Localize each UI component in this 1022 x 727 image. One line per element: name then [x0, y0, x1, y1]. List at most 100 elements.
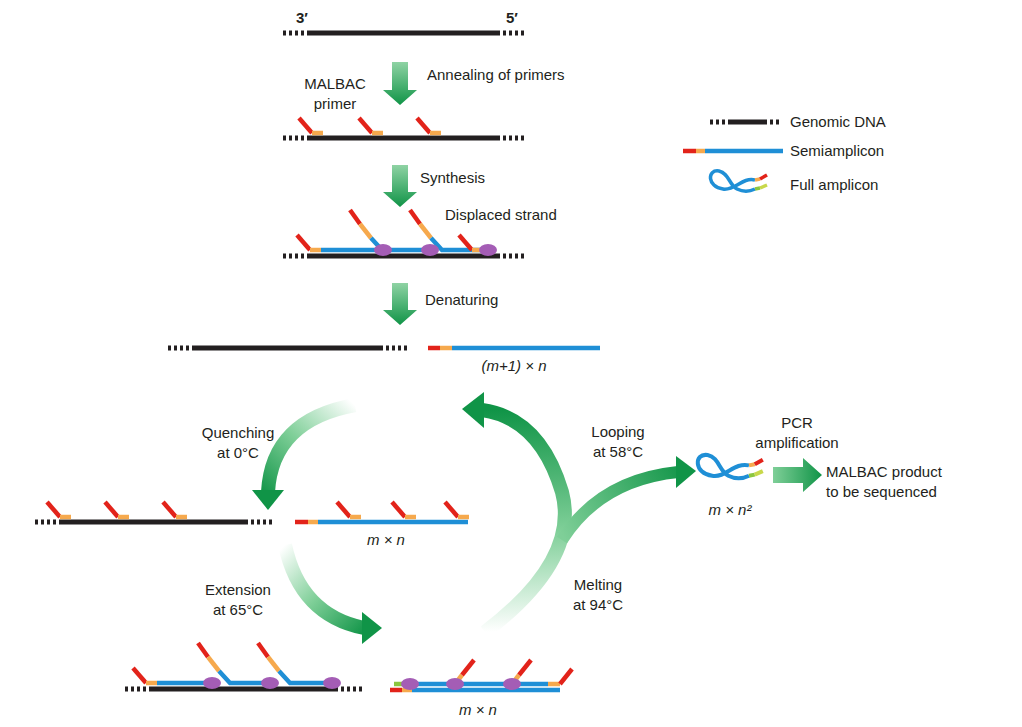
polymerase: [203, 677, 341, 689]
polymerase: [446, 678, 464, 690]
legend-text: Semiamplicon: [790, 141, 884, 161]
semiamplicon: [295, 520, 308, 525]
primer-label: MALBAC primer: [295, 74, 375, 114]
step-arrow: [383, 62, 417, 105]
genomic-dna: [283, 31, 525, 36]
cycle-arrow: [252, 490, 284, 510]
synthesized-strands: [420, 224, 431, 238]
genomic-dna: [168, 346, 407, 351]
annealed-primers: [392, 502, 416, 517]
cycle-step-label: Melting at 94°C: [567, 575, 629, 615]
synthesized-strands: [394, 660, 572, 684]
polymerase: [261, 677, 279, 689]
annealed-primers: [47, 502, 71, 517]
semiamplicon: [412, 688, 560, 693]
legend-text: Full amplicon: [790, 175, 878, 195]
polymerase: [203, 677, 221, 689]
strand-end: 3′: [287, 8, 317, 28]
legend-genomic-dna-sample: [764, 120, 782, 125]
legend-genomic-dna-sample: [710, 120, 782, 125]
legend-semiamplicon-sample: [696, 149, 705, 154]
genomic-dna: [283, 254, 310, 259]
synthesized-strands: [519, 660, 531, 675]
genomic-dna: [168, 346, 195, 351]
semiamplicon: [318, 520, 468, 525]
cycle-arrow: [462, 392, 565, 632]
synthesized-strands: [133, 643, 332, 683]
synthesized-strands: [410, 210, 420, 224]
synthesized-strands: [297, 235, 321, 250]
cycle-arrow: [285, 545, 364, 628]
cycle-arrow: [268, 405, 355, 492]
genomic-dna: [152, 687, 335, 692]
step-label: Annealing of primers: [427, 65, 627, 85]
full-amplicon-icon: [698, 455, 763, 479]
annealed-primers: [163, 502, 187, 517]
genomic-dna: [310, 31, 497, 36]
annealed-primers: [359, 118, 383, 133]
synthesized-strands: [321, 248, 383, 253]
semiamplicon: [308, 520, 318, 525]
cycle-arrow: [462, 392, 484, 428]
genomic-dna: [283, 136, 525, 141]
synthesized-strands: [350, 210, 360, 224]
genomic-dna: [283, 31, 310, 36]
step-label: Synthesis: [420, 168, 540, 188]
semiamplicon: [390, 688, 402, 693]
cycle-arrow: [676, 456, 696, 488]
annealed-primers: [417, 118, 441, 133]
synthesized-strands: [548, 682, 560, 687]
genomic-dna: [497, 254, 525, 259]
semiamplicon: [452, 346, 600, 351]
annealed-primers: [445, 502, 469, 517]
step-arrow: [383, 165, 417, 207]
annealed-primers: [105, 502, 129, 517]
step-arrow: [383, 283, 417, 325]
synthesized-strands: [198, 643, 208, 657]
polymerase: [323, 677, 341, 689]
polymerase: [401, 678, 521, 690]
cycle-step-label: Quenching at 0°C: [198, 423, 278, 463]
synthesized-strands: [360, 224, 371, 238]
step-label: PCR amplification: [742, 413, 852, 453]
semiamplicon: [295, 520, 468, 525]
legend-full-amplicon-sample: [710, 171, 767, 191]
genomic-dna: [245, 520, 272, 525]
synthesized-strands: [208, 657, 219, 671]
legend-semiamplicon-sample: [683, 149, 783, 154]
strand-label: Displaced strand: [445, 205, 595, 225]
copy-count: m × n: [433, 700, 523, 720]
synthesized-strands: [560, 669, 572, 684]
polymerase: [401, 678, 419, 690]
polymerase: [503, 678, 521, 690]
annealed-primers: [337, 502, 469, 517]
annealed-primers: [337, 502, 361, 517]
genomic-dna: [35, 520, 272, 525]
annealed-primers: [47, 502, 187, 517]
legend-text: Genomic DNA: [790, 112, 886, 132]
semiamplicon: [428, 346, 600, 351]
genomic-dna: [380, 346, 407, 351]
step-label: Denaturing: [425, 290, 545, 310]
legend-genomic-dna-sample: [710, 120, 728, 125]
polymerase: [421, 244, 439, 256]
legend-semiamplicon-sample: [705, 149, 783, 154]
cycle-arrow: [285, 545, 382, 644]
legend-genomic-dna-sample: [728, 120, 764, 125]
synthesized-strands: [258, 643, 268, 657]
synthesized-strands: [268, 657, 279, 671]
annealed-primers: [299, 118, 441, 133]
genomic-dna: [335, 687, 362, 692]
genomic-dna: [310, 136, 497, 141]
polymerase: [479, 244, 497, 256]
genomic-dna: [195, 346, 380, 351]
cycle-step-label: Looping at 58°C: [586, 422, 650, 462]
genomic-dna: [497, 136, 525, 141]
annealed-primers: [299, 118, 323, 133]
genomic-dna: [35, 520, 62, 525]
synthesized-strands: [133, 668, 157, 683]
copy-count: m × n²: [685, 500, 775, 520]
pcr-arrow: [773, 458, 822, 492]
polymerase: [374, 244, 392, 256]
